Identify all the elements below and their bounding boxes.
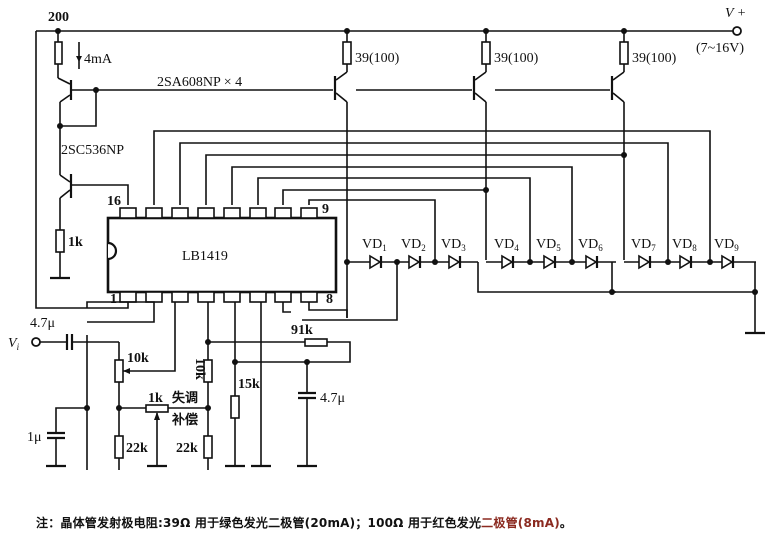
offset-comp-label-1: 失调 [172, 390, 198, 406]
led-label: VD1 [362, 237, 387, 253]
footnote-tail: 二极管(8mA) [481, 516, 560, 530]
offset-comp-label-2: 补偿 [171, 412, 198, 428]
emitter-resistor-2-label: 39(100) [494, 51, 539, 66]
cap-4-7u-label: 4.7μ [320, 391, 345, 406]
pot-10k-label: 10k [127, 351, 149, 366]
input-terminal [31, 337, 41, 347]
resistor-91k-label: 91k [291, 323, 313, 338]
led-5: VD5 [536, 237, 561, 270]
resistor-10k-vertical-label: 10k [192, 358, 207, 380]
led-8: VD8 [672, 237, 697, 270]
led-label: VD2 [401, 237, 426, 253]
led-label: VD6 [578, 237, 603, 253]
led-1: VD1 [362, 237, 387, 270]
pin8-label: 8 [326, 292, 333, 307]
led-diode-icon [448, 254, 461, 270]
resistor-22k-left-label: 22k [126, 441, 148, 456]
chip-top-pins [119, 207, 318, 219]
led-9: VD9 [714, 237, 739, 270]
node-200-label: 200 [48, 10, 69, 25]
pnp-output-transistor-2 [472, 31, 491, 193]
pin1-wire [35, 31, 129, 309]
led-diode-icon [721, 254, 734, 270]
pnp-part-label: 2SA608NP × 4 [157, 75, 242, 90]
led-diode-icon [501, 254, 514, 270]
led-2: VD2 [401, 237, 426, 270]
led-drive-bus [153, 130, 711, 260]
led-6: VD6 [578, 237, 603, 270]
input-cap-label: 4.7μ [30, 316, 55, 331]
footnote-end: 。 [559, 516, 573, 530]
bias-resistor-200 [54, 31, 63, 78]
pin1-label: 1 [110, 292, 117, 307]
pin16-label: 16 [107, 194, 121, 209]
lb1419-chip [106, 207, 338, 303]
leds: VD1 VD2 VD3 VD4 VD5 VD6 VD7 VD8 VD9 [362, 237, 739, 270]
led-diode-icon [585, 254, 598, 270]
input-label: Vi [8, 336, 20, 352]
led-diode-icon [638, 254, 651, 270]
resistor-22k-right-label: 22k [176, 441, 198, 456]
footnote: 注：晶体管发射极电阻:39Ω 用于绿色发光二极管(20mA)；100Ω 用于红色… [36, 514, 572, 531]
resistor-15k-label: 15k [238, 377, 260, 392]
current-arrow-icon [76, 42, 82, 69]
led-diode-icon [369, 254, 382, 270]
cap-1u-label: 1μ [27, 430, 42, 445]
divider-column [203, 302, 351, 470]
led-4: VD4 [494, 237, 519, 270]
led-label: VD7 [631, 237, 656, 253]
led-label: VD3 [441, 237, 466, 253]
supply-range: (7~16V) [696, 41, 744, 56]
chip-part-label: LB1419 [182, 249, 228, 264]
supply-rail [36, 26, 742, 36]
led-diode-icon [679, 254, 692, 270]
supply-terminal [732, 26, 742, 36]
npn-part-label: 2SC536NP [61, 143, 124, 158]
emitter-resistor-3-label: 39(100) [632, 51, 677, 66]
emitter-resistor-1-label: 39(100) [355, 51, 400, 66]
pnp-output-transistor-1 [333, 31, 352, 318]
input-network [31, 301, 208, 470]
pnp-output-transistor-3 [610, 31, 629, 158]
led-label: VD4 [494, 237, 519, 253]
pnp-reference-transistor [57, 77, 99, 129]
npn-transistor [59, 126, 129, 230]
supply-label: V + [725, 6, 746, 21]
led-7: VD7 [631, 237, 656, 270]
led-label: VD9 [714, 237, 739, 253]
led-chain [302, 259, 765, 335]
current-4ma-label: 4mA [84, 52, 113, 67]
led-diode-icon [408, 254, 421, 270]
pin9-label: 9 [322, 202, 329, 217]
resistor-1k-label: 1k [68, 235, 83, 250]
led-3: VD3 [441, 237, 466, 270]
led-label: VD5 [536, 237, 561, 253]
chip-bottom-pins [119, 291, 318, 303]
led-diode-icon [543, 254, 556, 270]
led-label: VD8 [672, 237, 697, 253]
resistor-1k-ground [50, 229, 70, 280]
footnote-main: 注：晶体管发射极电阻:39Ω 用于绿色发光二极管(20mA)；100Ω 用于红色… [36, 516, 482, 530]
pot-1k-label: 1k [148, 391, 163, 406]
